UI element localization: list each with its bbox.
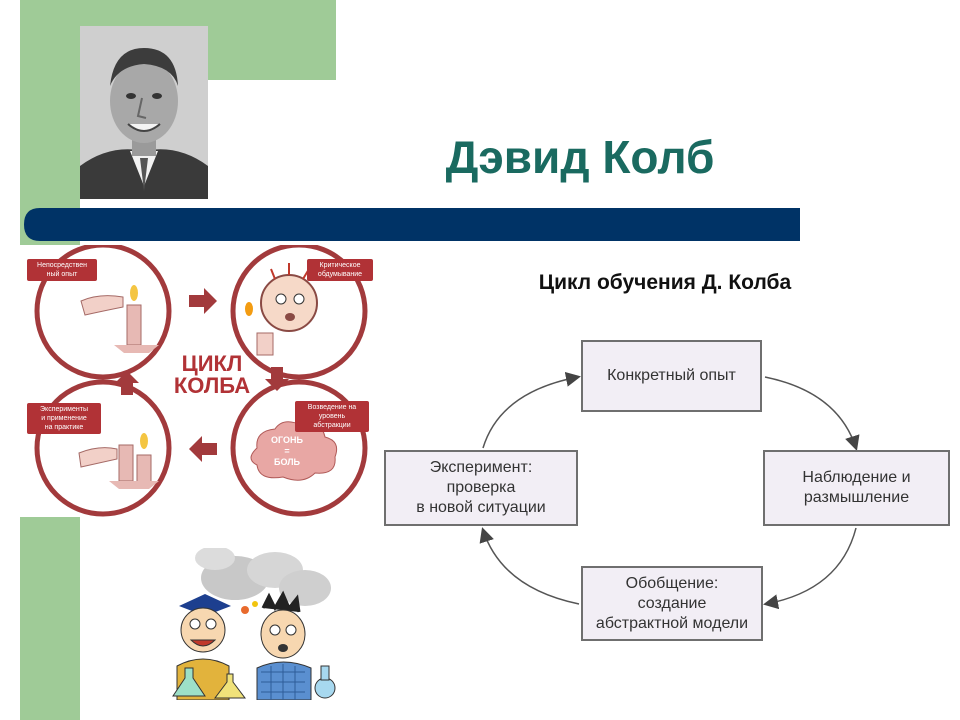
arrow-reflection-to-abstract [763,527,857,610]
cycle-box-concrete-experience: Конкретный опыт [581,340,762,412]
stage-label-reflection: Критическое обдумывание [307,259,373,281]
stage-label-experiment: Эксперименты и применение на практике [27,403,101,434]
portrait-photo [80,26,208,199]
stage-label-experience: Непосредствен ный опыт [27,259,97,281]
arrow-concrete-to-reflection [764,376,860,451]
page-title: Дэвид Колб [445,131,715,183]
scientists-cartoon [172,548,336,700]
cycle-box-active-experimentation: Эксперимент: проверка в новой ситуации [384,450,578,526]
cycle-subtitle: Цикл обучения Д. Колба [538,271,792,294]
cycle-box-abstract-conceptualization: Обобщение: создание абстрактной модели [581,566,763,641]
cycle-box-reflective-observation: Наблюдение и размышление [763,450,950,526]
arrow-abstract-to-experiment [479,527,580,605]
stage-label-abstraction: Возведение на уровень абстракции [295,401,369,432]
cycle-word: ЦИКЛ КОЛБА [173,351,251,398]
arrow-experiment-to-concrete [482,371,581,449]
blue-divider-bar [24,208,800,241]
kolb-cycle-illustration: Непосредствен ный опыт Критическое обдум… [19,245,381,517]
cloud-text: ОГОНЬ = БОЛЬ [271,435,303,467]
